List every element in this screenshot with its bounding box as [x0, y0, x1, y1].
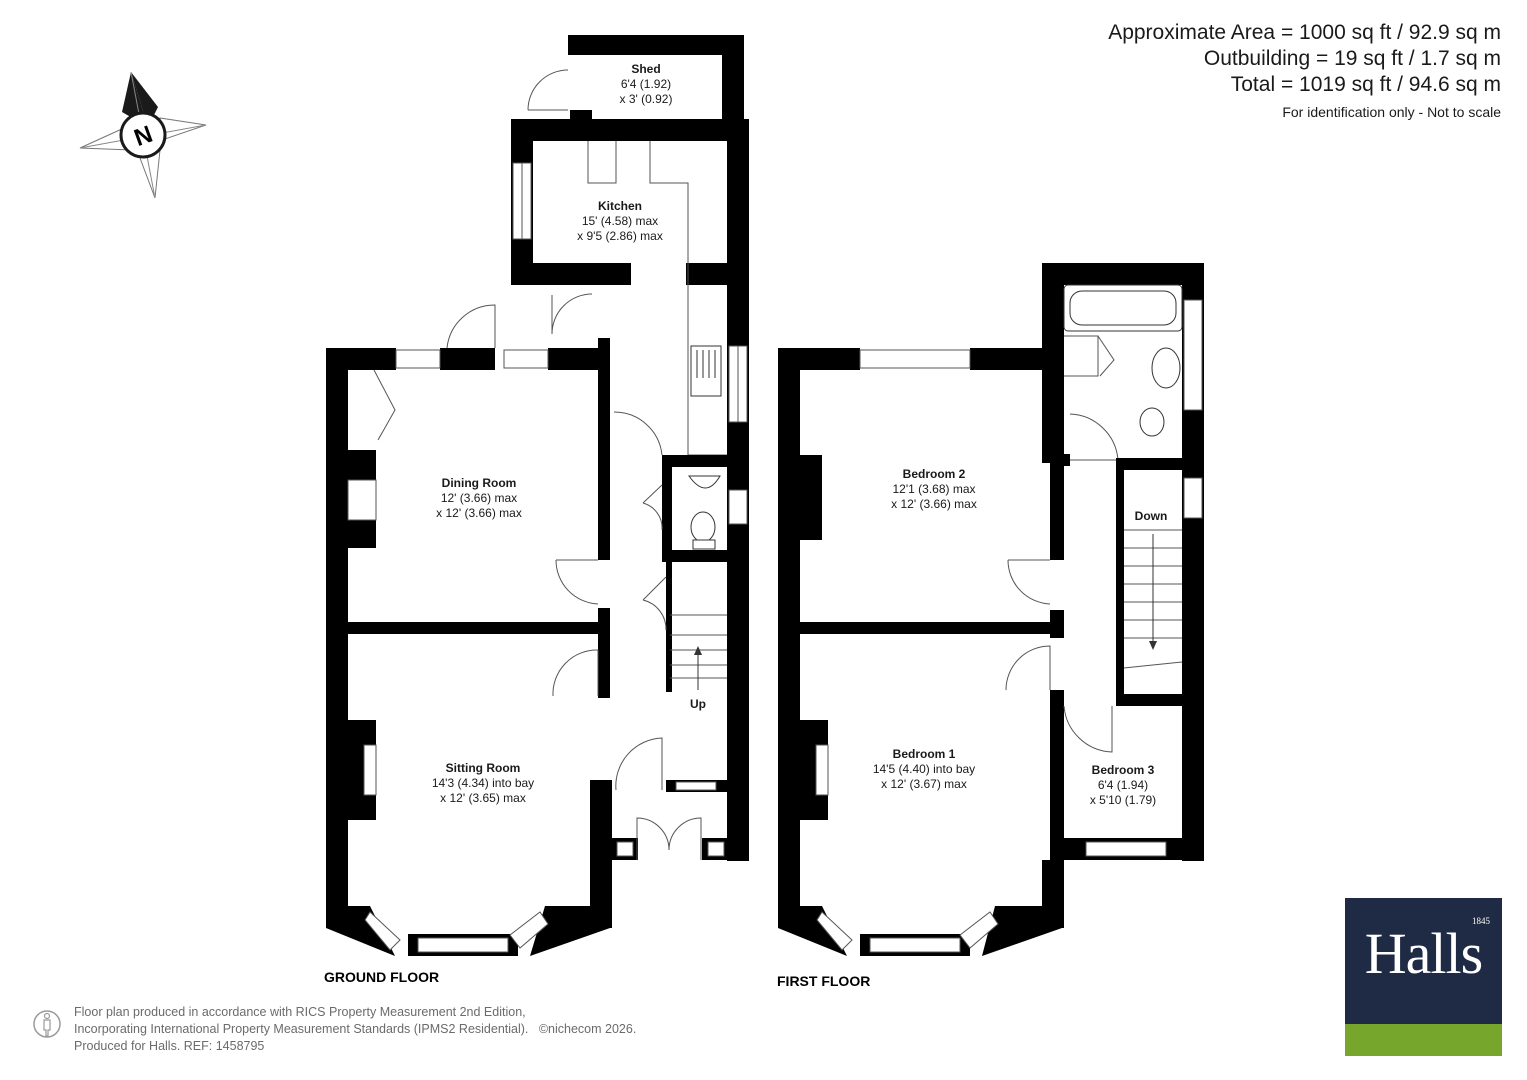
room-label-dining-room: Dining Room 12' (3.66) max x 12' (3.66) … — [436, 476, 522, 520]
svg-text:Sitting Room: Sitting Room — [446, 761, 521, 775]
svg-text:6'4 (1.92): 6'4 (1.92) — [621, 77, 671, 91]
svg-text:x 12' (3.65) max: x 12' (3.65) max — [440, 791, 526, 805]
stairs-up-label: Up — [690, 697, 706, 711]
footer-notes: Floor plan produced in accordance with R… — [74, 1004, 636, 1055]
svg-text:Shed: Shed — [631, 62, 660, 76]
footer-line-1: Floor plan produced in accordance with R… — [74, 1005, 526, 1019]
brand-name: Halls — [1364, 921, 1483, 986]
svg-text:Kitchen: Kitchen — [598, 199, 642, 213]
svg-text:Bedroom 3: Bedroom 3 — [1092, 763, 1155, 777]
halls-logo: Halls 1845 — [1345, 898, 1502, 1056]
svg-text:Bedroom 2: Bedroom 2 — [903, 467, 966, 481]
approximate-area-text: Approximate Area = 1000 sq ft / 92.9 sq … — [1108, 21, 1501, 44]
svg-text:x 12' (3.66) max: x 12' (3.66) max — [891, 497, 977, 511]
person-scale-icon — [33, 1010, 61, 1038]
first-floor-plan — [778, 263, 1204, 956]
svg-text:14'5 (4.40) into bay: 14'5 (4.40) into bay — [873, 762, 975, 776]
total-area-text: Total = 1019 sq ft / 94.6 sq m — [1230, 73, 1501, 96]
room-label-sitting-room: Sitting Room 14'3 (4.34) into bay x 12' … — [432, 761, 534, 805]
footer-line-2-row: Incorporating International Property Mea… — [74, 1021, 636, 1038]
svg-text:12'1 (3.68) max: 12'1 (3.68) max — [893, 482, 976, 496]
svg-text:x 12' (3.67) max: x 12' (3.67) max — [881, 777, 967, 791]
first-floor-title: FIRST FLOOR — [777, 973, 870, 989]
svg-text:14'3 (4.34) into bay: 14'3 (4.34) into bay — [432, 776, 534, 790]
svg-text:x 3' (0.92): x 3' (0.92) — [620, 92, 673, 106]
svg-text:Dining Room: Dining Room — [442, 476, 517, 490]
room-label-kitchen: Kitchen 15' (4.58) max x 9'5 (2.86) max — [577, 199, 663, 243]
compass-icon: N — [79, 71, 207, 199]
ground-floor-plan — [326, 35, 749, 956]
room-label-bedroom-3: Bedroom 3 6'4 (1.94) x 5'10 (1.79) — [1090, 763, 1156, 807]
svg-text:x 12' (3.66) max: x 12' (3.66) max — [436, 506, 522, 520]
svg-text:x 5'10 (1.79): x 5'10 (1.79) — [1090, 793, 1156, 807]
room-label-bedroom-1: Bedroom 1 14'5 (4.40) into bay x 12' (3.… — [873, 747, 975, 791]
footer-copyright: ©nichecom 2026. — [538, 1022, 637, 1036]
outbuilding-area-text: Outbuilding = 19 sq ft / 1.7 sq m — [1203, 47, 1501, 70]
area-summary: Approximate Area = 1000 sq ft / 92.9 sq … — [1108, 20, 1501, 120]
svg-text:Bedroom 1: Bedroom 1 — [893, 747, 956, 761]
svg-text:x 9'5 (2.86) max: x 9'5 (2.86) max — [577, 229, 663, 243]
identification-note: For identification only - Not to scale — [1282, 104, 1501, 120]
ground-floor-title: GROUND FLOOR — [324, 969, 439, 985]
svg-text:12' (3.66) max: 12' (3.66) max — [441, 491, 517, 505]
svg-text:15' (4.58) max: 15' (4.58) max — [582, 214, 658, 228]
footer-line-2: Incorporating International Property Mea… — [74, 1022, 529, 1036]
brand-accent-band — [1345, 1024, 1502, 1056]
footer-line-3: Produced for Halls. REF: 1458795 — [74, 1039, 265, 1053]
room-label-bedroom-2: Bedroom 2 12'1 (3.68) max x 12' (3.66) m… — [891, 467, 977, 511]
room-label-shed: Shed 6'4 (1.92) x 3' (0.92) — [620, 62, 673, 106]
stairs-down-label: Down — [1135, 509, 1168, 523]
svg-text:6'4 (1.94): 6'4 (1.94) — [1098, 778, 1148, 792]
brand-year: 1845 — [1472, 916, 1490, 926]
